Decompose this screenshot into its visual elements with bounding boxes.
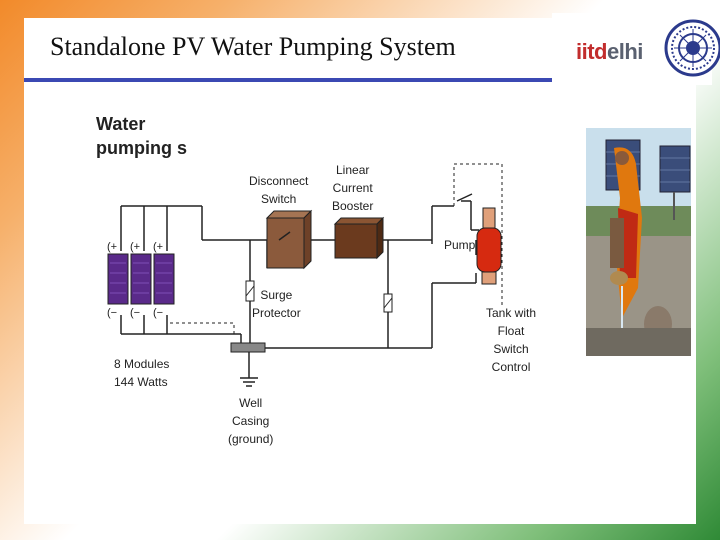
logo-wordmark: iitdelhi <box>576 39 643 64</box>
surge-protectors <box>245 280 393 313</box>
linear-current-booster <box>333 216 385 260</box>
surge-protector-label: Surge Protector <box>252 288 301 320</box>
pv-module-2 <box>130 253 152 305</box>
module-2-plus: (+ <box>130 241 141 253</box>
slide: Standalone PV Water Pumping System iitde… <box>24 13 720 524</box>
module-2-minus: (− <box>130 307 141 319</box>
well-casing-label: Well Casing (ground) <box>228 396 274 446</box>
iitd-logo: iitdelhi <box>552 13 720 85</box>
seal-icon <box>664 19 720 77</box>
title-rule <box>24 78 696 82</box>
woman-at-pump-photo <box>586 128 691 356</box>
pv-module-3 <box>153 253 175 305</box>
pump-label: Pump <box>444 238 476 252</box>
module-1-minus: (− <box>107 307 118 319</box>
solar-panels <box>107 253 175 305</box>
linear-current-booster-label: Linear Current Booster <box>332 163 374 213</box>
modules-label: 8 Modules 144 Watts <box>114 357 170 389</box>
pumping-diagram <box>107 163 503 387</box>
module-1-plus: (+ <box>107 241 118 253</box>
disconnect-switch <box>265 209 313 270</box>
slide-subtitle: Water pumping s <box>96 114 187 158</box>
slide-title: Standalone PV Water Pumping System <box>50 32 456 61</box>
pv-module-1 <box>107 253 129 305</box>
ground-bar <box>230 342 266 353</box>
pump <box>476 207 502 285</box>
tank-label: Tank with Float Switch Control <box>486 306 537 374</box>
disconnect-switch-label: Disconnect Switch <box>249 174 309 206</box>
module-3-minus: (− <box>153 307 164 319</box>
module-3-plus: (+ <box>153 241 164 253</box>
